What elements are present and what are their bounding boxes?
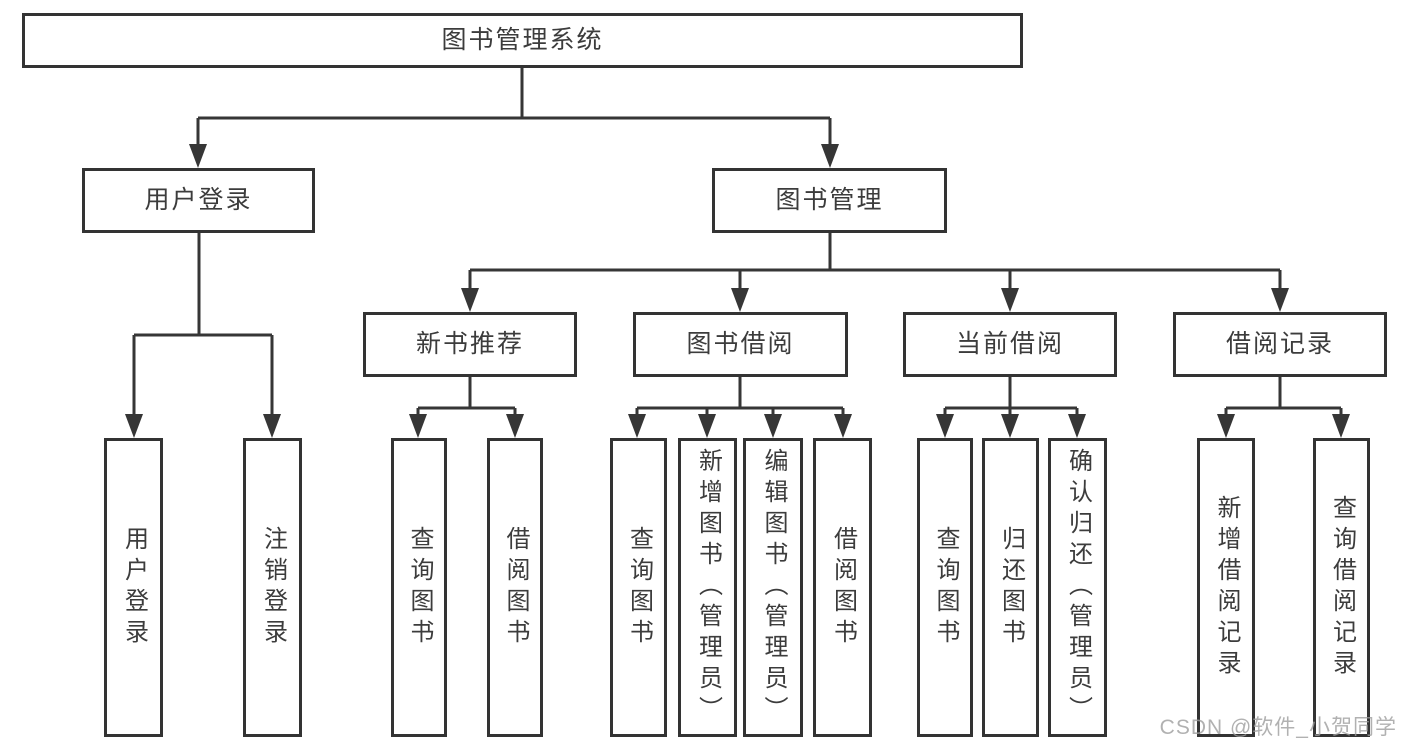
leaf-records-add-label: 新增借阅记录 (1213, 494, 1240, 681)
csdn-watermark: CSDN @软件_小贺同学 (1159, 716, 1397, 739)
leaf-records-query: 查询借阅记录 (1313, 438, 1370, 737)
leaf-user-login: 用户登录 (104, 438, 163, 737)
arrowhead-icon (409, 414, 427, 438)
node-user-login: 用户登录 (82, 168, 315, 233)
leaf-borrow-query: 查询图书 (610, 438, 667, 737)
arrowhead-icon (834, 414, 852, 438)
arrowhead-icon (1271, 288, 1289, 312)
arrowhead-icon (1217, 414, 1235, 438)
connector-bookmgmt-to-level3 (461, 233, 1289, 312)
arrowhead-icon (936, 414, 954, 438)
leaf-records-add: 新增借阅记录 (1197, 438, 1255, 737)
node-borrowing-records: 借阅记录 (1173, 312, 1387, 377)
leaf-newbooks-borrow: 借阅图书 (487, 438, 543, 737)
leaf-current-confirm-admin-label: 确认归还（管理员） (1064, 448, 1092, 727)
arrowhead-icon (506, 414, 524, 438)
connector-currentborrow-to-leaves (936, 377, 1086, 438)
leaf-borrow-add-admin-label: 新增图书（管理员） (694, 448, 722, 727)
node-current-borrowing: 当前借阅 (903, 312, 1117, 377)
leaf-current-return-label: 归还图书 (997, 525, 1025, 650)
leaf-current-query-label: 查询图书 (932, 525, 959, 650)
arrowhead-icon (189, 144, 207, 168)
node-book-management-label: 图书管理 (775, 186, 884, 214)
leaf-borrow-query-label: 查询图书 (625, 525, 653, 650)
arrowhead-icon (764, 414, 782, 438)
connector-root-to-level2 (189, 68, 839, 168)
node-user-login-label: 用户登录 (144, 186, 253, 214)
arrowhead-icon (628, 414, 646, 438)
leaf-logout: 注销登录 (243, 438, 302, 737)
node-book-borrowing-label: 图书借阅 (686, 330, 795, 358)
arrowhead-icon (821, 144, 839, 168)
node-book-management: 图书管理 (712, 168, 947, 233)
leaf-newbooks-query: 查询图书 (391, 438, 447, 737)
node-root: 图书管理系统 (22, 13, 1023, 68)
leaf-current-return: 归还图书 (982, 438, 1039, 737)
leaf-borrow-edit-admin-label: 编辑图书（管理员） (760, 448, 787, 727)
node-new-book-recommend-label: 新书推荐 (415, 330, 524, 358)
arrowhead-icon (698, 414, 716, 438)
arrowhead-icon (125, 414, 143, 438)
node-new-book-recommend: 新书推荐 (363, 312, 577, 377)
leaf-current-confirm-admin: 确认归还（管理员） (1048, 438, 1107, 737)
leaf-current-query: 查询图书 (917, 438, 973, 737)
connector-borrowrecords-to-leaves (1217, 377, 1350, 438)
arrowhead-icon (1332, 414, 1350, 438)
node-borrowing-records-label: 借阅记录 (1225, 330, 1334, 358)
node-book-borrowing: 图书借阅 (633, 312, 848, 377)
leaf-borrow-borrow-label: 借阅图书 (829, 525, 857, 650)
connector-bookborrow-to-leaves (628, 377, 852, 438)
leaf-logout-label: 注销登录 (259, 525, 287, 650)
leaf-borrow-borrow: 借阅图书 (813, 438, 872, 737)
node-root-label: 图书管理系统 (441, 26, 604, 54)
arrowhead-icon (263, 414, 281, 438)
leaf-newbooks-borrow-label: 借阅图书 (502, 525, 529, 650)
arrowhead-icon (1001, 414, 1019, 438)
connector-newbooks-to-leaves (409, 377, 524, 438)
arrowhead-icon (461, 288, 479, 312)
leaf-newbooks-query-label: 查询图书 (406, 525, 433, 650)
node-current-borrowing-label: 当前借阅 (955, 330, 1064, 358)
leaf-borrow-edit-admin: 编辑图书（管理员） (743, 438, 803, 737)
arrowhead-icon (731, 288, 749, 312)
leaf-user-login-label: 用户登录 (120, 525, 148, 650)
connector-userlogin-to-leaves (125, 233, 281, 438)
arrowhead-icon (1001, 288, 1019, 312)
leaf-records-query-label: 查询借阅记录 (1328, 494, 1356, 681)
leaf-borrow-add-admin: 新增图书（管理员） (678, 438, 737, 737)
arrowhead-icon (1068, 414, 1086, 438)
